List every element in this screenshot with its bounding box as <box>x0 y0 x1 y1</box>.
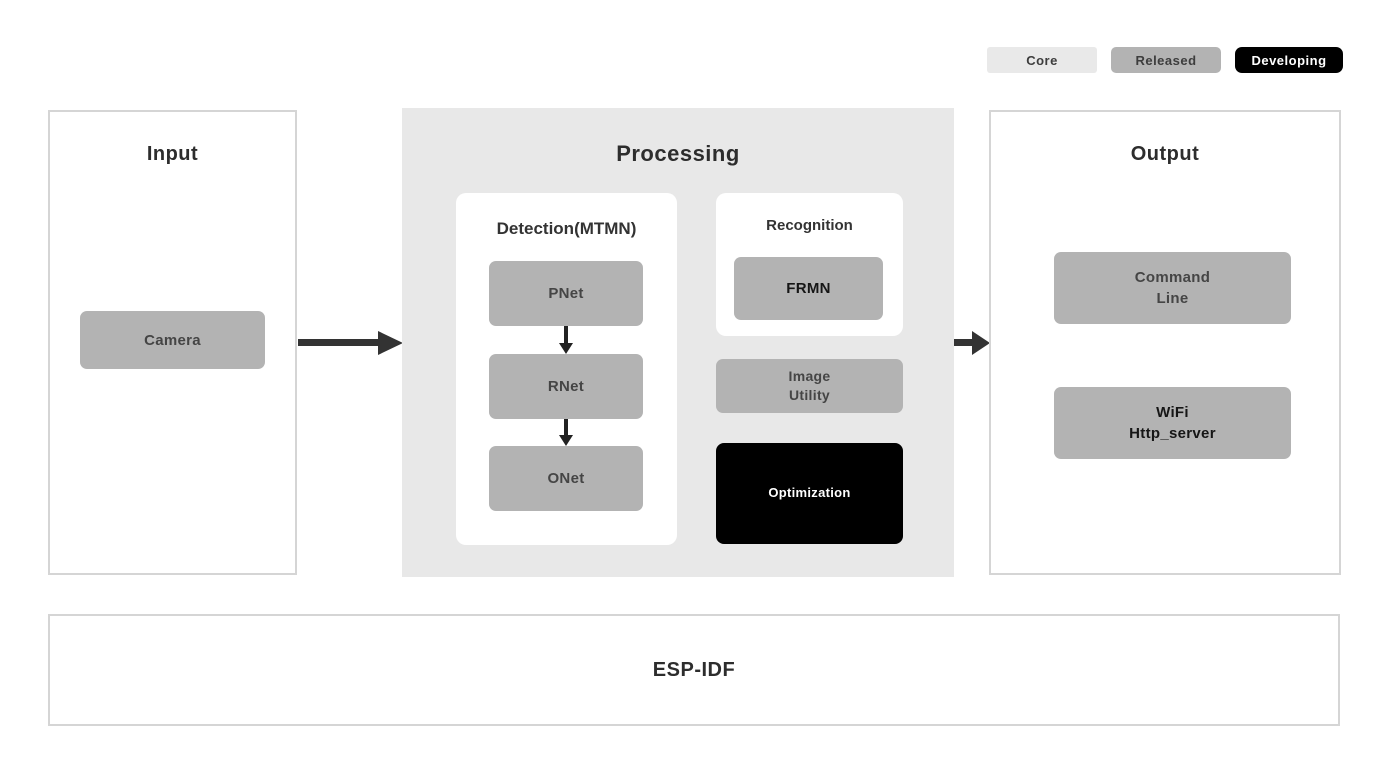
camera-node-label: Camera <box>144 331 201 349</box>
arrow-down-head-icon <box>559 343 573 354</box>
output-panel: Output Command Line WiFi Http_server <box>989 110 1341 575</box>
wifi-line1: WiFi <box>1156 404 1189 421</box>
pnet-node: PNet <box>489 261 643 326</box>
arrow-right-head-icon <box>378 331 403 355</box>
processing-panel: Processing Detection(MTMN) PNet RNet ONe… <box>402 108 954 577</box>
legend-core-label: Core <box>1026 52 1058 68</box>
image-utility-line1: Image <box>788 368 831 385</box>
frmn-node: FRMN <box>734 257 883 320</box>
image-utility-line2: Utility <box>789 387 830 403</box>
esp-idf-panel: ESP-IDF <box>48 614 1340 726</box>
arrow-right-icon <box>954 339 973 346</box>
arrow-right-head-icon <box>972 331 990 355</box>
arrow-down-icon <box>564 326 568 343</box>
processing-panel-title: Processing <box>616 141 740 166</box>
pnet-node-label: PNet <box>548 285 584 302</box>
detection-group: Detection(MTMN) PNet RNet ONet <box>456 193 677 545</box>
legend-item-developing: Developing <box>1235 47 1343 73</box>
onet-node: ONet <box>489 446 643 511</box>
output-panel-title: Output <box>1130 143 1200 165</box>
legend-item-released: Released <box>1111 47 1221 73</box>
image-utility-node: Image Utility <box>716 359 903 413</box>
arrow-down-head-icon <box>559 435 573 446</box>
arrow-down-icon <box>564 419 568 435</box>
arrow-right-icon <box>298 339 379 346</box>
recognition-group-title: Recognition <box>766 217 853 234</box>
input-panel: Input Camera <box>48 110 297 575</box>
command-line-line1: Command <box>1134 269 1211 286</box>
wifi-http-server-node: WiFi Http_server <box>1054 387 1291 459</box>
command-line-line2: Line <box>1156 290 1189 307</box>
recognition-group: Recognition FRMN <box>716 193 903 336</box>
input-panel-title: Input <box>146 143 199 165</box>
optimization-node: Optimization <box>716 443 903 544</box>
onet-node-label: ONet <box>547 470 585 487</box>
detection-group-title: Detection(MTMN) <box>496 219 637 238</box>
esp-idf-label: ESP-IDF <box>652 658 736 681</box>
legend-item-core: Core <box>987 47 1097 73</box>
frmn-node-label: FRMN <box>786 280 831 297</box>
wifi-line2: Http_server <box>1129 425 1216 442</box>
legend-developing-label: Developing <box>1251 52 1327 68</box>
legend-released-label: Released <box>1135 52 1197 68</box>
command-line-node: Command Line <box>1054 252 1291 324</box>
optimization-node-label: Optimization <box>768 485 851 501</box>
rnet-node-label: RNet <box>547 378 585 395</box>
rnet-node: RNet <box>489 354 643 419</box>
camera-node: Camera <box>80 311 265 369</box>
